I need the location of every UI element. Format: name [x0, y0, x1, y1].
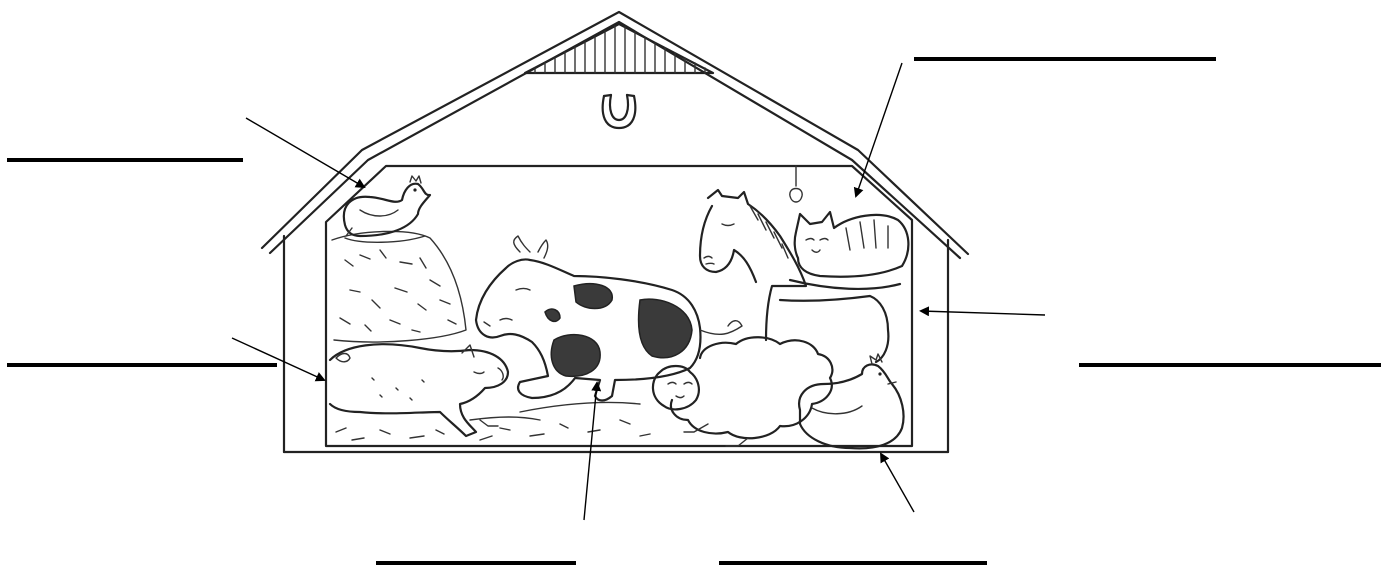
answer-line-cat[interactable]: [914, 57, 1216, 61]
arrow-pig: [231, 337, 326, 382]
arrow-horse: [919, 306, 1046, 317]
pointer-arrows: [231, 62, 1046, 521]
barn-icon: [260, 10, 970, 454]
pig-icon: [328, 343, 510, 438]
answer-line-cow[interactable]: [376, 561, 576, 565]
arrow-hen: [245, 117, 366, 189]
answer-line-horse[interactable]: [1079, 363, 1381, 367]
hay-pile-icon: [331, 230, 467, 343]
answer-line-pig[interactable]: [7, 363, 277, 367]
cat-icon: [788, 210, 910, 290]
sheep-icon: [651, 336, 834, 447]
horse-icon: [698, 188, 890, 364]
arrow-cat: [853, 62, 903, 198]
horseshoe-icon: [601, 93, 637, 130]
light-bulb-icon: [789, 165, 803, 203]
arrow-floor-hen: [880, 452, 915, 513]
answer-line-floor-hen[interactable]: [719, 561, 987, 565]
arrow-cow: [583, 381, 602, 521]
hen-icon: [342, 175, 432, 243]
straw-floor-icon: [335, 401, 651, 441]
cow-icon: [474, 235, 743, 402]
answer-line-hen[interactable]: [7, 158, 243, 162]
hen-icon: [798, 353, 905, 450]
